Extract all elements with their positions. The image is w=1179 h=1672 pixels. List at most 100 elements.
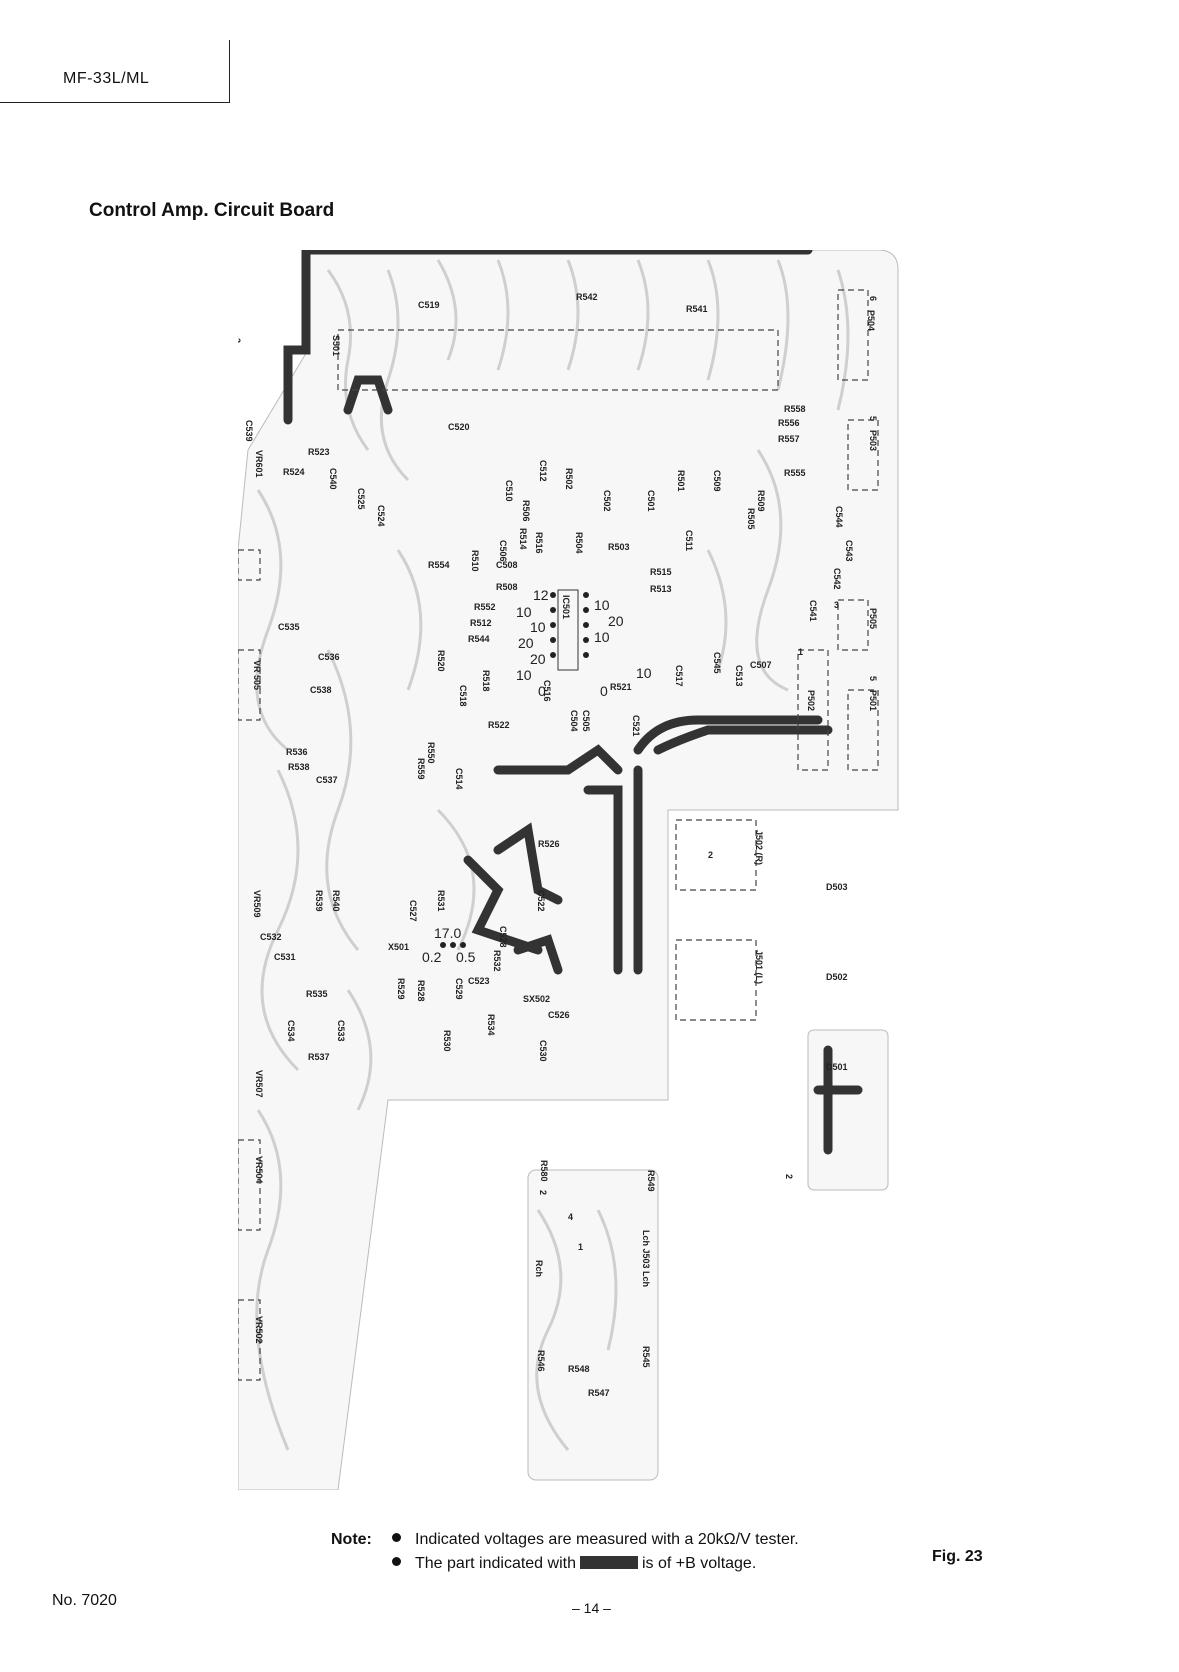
label-vr505: VR 505	[252, 660, 262, 690]
label-d501: D501	[826, 1062, 848, 1072]
label-r547: R547	[588, 1388, 610, 1398]
label-num1a: 1	[798, 647, 803, 657]
label-c543: C543	[844, 540, 854, 562]
label-num5a: 5	[868, 416, 878, 421]
label-c526: C526	[548, 1010, 570, 1020]
voltage-12: 12	[533, 587, 549, 603]
label-r520: R520	[436, 650, 446, 672]
label-r518: R518	[481, 670, 491, 692]
voltage-0b: 0	[600, 683, 608, 699]
label-num6a: 6	[868, 296, 878, 301]
label-r502: R502	[564, 468, 574, 490]
label-j501: J501 (L)	[754, 950, 764, 984]
voltage-0-2: 0.2	[422, 949, 442, 965]
label-r513: R513	[650, 584, 672, 594]
bullet-icon	[392, 1557, 401, 1566]
label-r546: R546	[536, 1350, 546, 1372]
label-rch: Rch	[534, 1260, 544, 1277]
label-r538: R538	[288, 762, 310, 772]
label-c509: C509	[712, 470, 722, 492]
label-c530: C530	[538, 1040, 548, 1062]
label-d502: D502	[826, 972, 848, 982]
label-r554: R554	[428, 560, 450, 570]
label-r529: R529	[396, 978, 406, 1000]
note-line-2-text-before: The part indicated with	[415, 1555, 576, 1572]
label-vr502: VR502	[254, 1316, 264, 1344]
label-p504: P504	[866, 310, 876, 331]
label-c511: C511	[684, 530, 694, 551]
voltage-10e: 10	[594, 629, 610, 645]
label-vr601: VR601	[254, 450, 264, 478]
label-r557: R557	[778, 434, 800, 444]
voltage-10b: 10	[530, 619, 546, 635]
label-r539: R539	[314, 890, 324, 912]
label-r550: R550	[426, 742, 436, 764]
label-r541: R541	[686, 304, 708, 314]
label-r501: R501	[676, 470, 686, 492]
ic501-pins	[440, 589, 589, 948]
label-c525: C525	[356, 488, 366, 510]
label-r503: R503	[608, 542, 630, 552]
label-c523: C523	[468, 976, 490, 986]
label-c524: C524	[376, 505, 386, 527]
note-line-2: The part indicated with is of +B voltage.	[392, 1555, 756, 1573]
voltage-10a: 10	[516, 604, 532, 620]
label-r504: R504	[574, 532, 584, 554]
label-num2b: 2	[708, 850, 713, 860]
label-r515: R515	[650, 567, 672, 577]
label-r556: R556	[778, 418, 800, 428]
label-c514: C514	[454, 768, 464, 790]
bullet-icon	[392, 1533, 401, 1542]
label-vr509: VR509	[252, 890, 262, 918]
label-num3a: 3	[834, 600, 839, 610]
label-c516: C516	[542, 680, 552, 702]
label-r545: R545	[641, 1346, 651, 1368]
label-c535: C535	[278, 622, 300, 632]
voltage-10d: 10	[594, 597, 610, 613]
label-num5b: 5	[868, 676, 878, 681]
note-line-1: Indicated voltages are measured with a 2…	[392, 1531, 799, 1549]
label-r510: R510	[470, 550, 480, 572]
label-r528: R528	[416, 980, 426, 1002]
page-number: – 14 –	[572, 1600, 611, 1616]
label-c508: C508	[496, 560, 518, 570]
note-line-2-text-after: is of +B voltage.	[641, 1555, 757, 1572]
label-r537: R537	[308, 1052, 330, 1062]
label-r526: R526	[538, 839, 560, 849]
circuit-board-diagram: C519 R542 R541 P504 S501 C539 VR601 R523…	[238, 250, 899, 1490]
figure-caption: Fig. 23	[932, 1548, 983, 1565]
label-r532: R532	[492, 950, 502, 972]
label-c521: C521	[631, 715, 641, 737]
label-c518: C518	[458, 685, 468, 707]
label-c531: C531	[274, 952, 296, 962]
label-r516: R516	[534, 532, 544, 554]
voltage-10c: 10	[516, 667, 532, 683]
label-r530: R530	[442, 1030, 452, 1052]
label-p505: P505	[868, 608, 878, 629]
component-labels: C519 R542 R541 P504 S501 C539 VR601 R523…	[238, 292, 878, 1398]
label-c529: C529	[454, 978, 464, 1000]
label-c522: C522	[536, 890, 546, 912]
model-number: MF-33L/ML	[63, 70, 150, 87]
voltage-0-5: 0.5	[456, 949, 476, 965]
label-c542: C542	[832, 568, 842, 590]
label-r509: R509	[756, 490, 766, 512]
label-r540: R540	[331, 890, 341, 912]
label-c517: C517	[674, 665, 684, 687]
model-header-box: MF-33L/ML	[0, 40, 230, 103]
label-r544: R544	[468, 634, 490, 644]
label-c501: C501	[646, 490, 656, 512]
note-label: Note:	[331, 1531, 372, 1548]
plus-b-voltage-traces	[283, 250, 863, 1155]
label-num2d: 2	[538, 1190, 548, 1195]
label-c520: C520	[448, 422, 470, 432]
label-c540: C540	[328, 468, 338, 490]
label-r523: R523	[308, 447, 330, 457]
label-r535: R535	[306, 989, 328, 999]
label-r512: R512	[470, 618, 492, 628]
voltage-10f: 10	[636, 665, 652, 681]
label-r558: R558	[784, 404, 806, 414]
label-j503: Lch J503 Lch	[641, 1230, 651, 1287]
voltage-17: 17.0	[434, 925, 461, 941]
label-s501: S501	[331, 335, 341, 356]
